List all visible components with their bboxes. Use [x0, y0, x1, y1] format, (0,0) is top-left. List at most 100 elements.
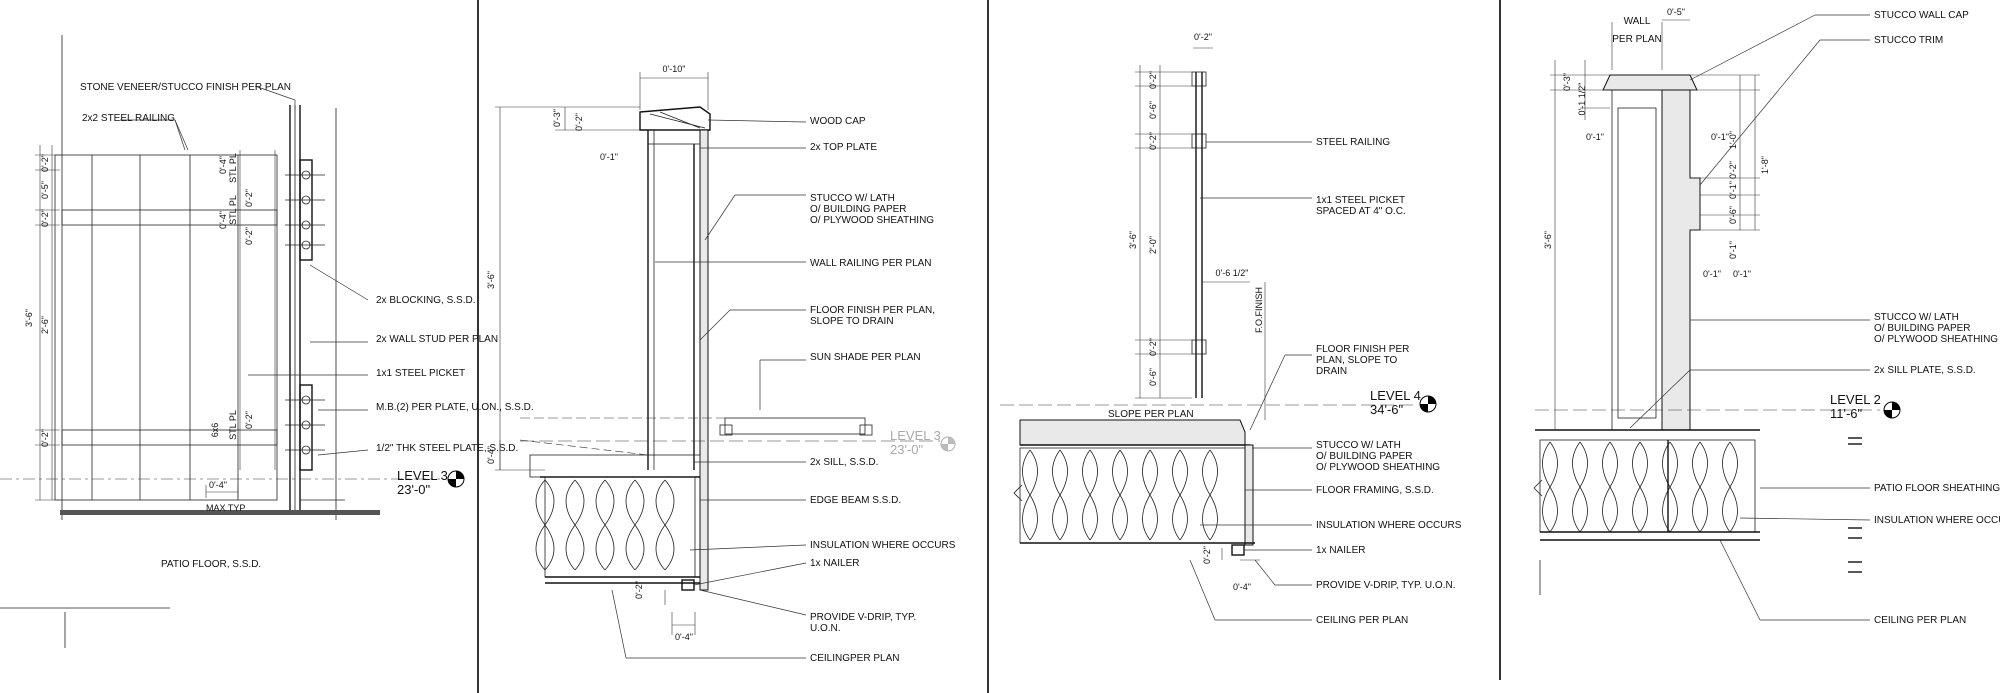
d4-dim-h: 0'-2": [1728, 161, 1738, 179]
d1-note-blocking: 2x BLOCKING, S.S.D.: [376, 295, 475, 306]
d1-note-mb: M.B.(2) PER PLATE, U.ON., S.S.D.: [376, 402, 534, 413]
d2-dim-b: 0'-2": [574, 113, 584, 131]
d3-level-name: LEVEL 4: [1370, 388, 1421, 403]
d3-dim-e: 0'-6 1/2": [1216, 268, 1249, 278]
d4-dim-f: 1'-0": [1728, 131, 1738, 149]
d3-dim-b: 0'-2": [1148, 71, 1158, 89]
d1-max-typ: MAX TYP: [206, 503, 245, 513]
d1-dim-g: 0'-2": [244, 227, 254, 245]
d1-dim-mid: 2'-6": [40, 316, 50, 334]
d3-dim-f: 0'-2": [1148, 338, 1158, 356]
d1-dim-b: 0'-5": [40, 181, 50, 199]
d2-note-vdrip: PROVIDE V-DRIP, TYP.U.O.N.: [810, 612, 916, 634]
d4-note-cap: STUCCO WALL CAP: [1874, 10, 1969, 21]
d4-dim-total: 3'-6": [1543, 231, 1553, 249]
d3-dim-a: 0'-2": [1194, 32, 1212, 42]
d1-stl-pl-2: STL PL: [228, 195, 238, 225]
detail-4: STUCCO WALL CAP STUCCO TRIM STUCCO W/ LA…: [1533, 7, 2000, 626]
d4-dim-m: 0'-1": [1733, 269, 1751, 279]
d2-note-insulation: INSULATION WHERE OCCURS: [810, 540, 956, 551]
d4-dim-c: 0'-1 1/2": [1577, 83, 1587, 116]
d1-note-stud: 2x WALL STUD PER PLAN: [376, 334, 498, 345]
d1-dim-i: 0'-2": [244, 411, 254, 429]
d2-dim-cap: 0'-10": [663, 64, 686, 74]
d2-dim-f: 0'-4": [675, 632, 693, 642]
d2-dim-a: 0'-3": [552, 109, 562, 127]
d1-dim-6x6: 6x6: [210, 423, 220, 438]
d2-note-sill: 2x SILL, S.S.D.: [810, 457, 878, 468]
d1-dim-e: 0'-4": [218, 156, 228, 174]
d4-note-sill: 2x SILL PLATE, S.S.D.: [1874, 365, 1976, 376]
d3-note-nailer: 1x NAILER: [1316, 545, 1365, 556]
d4-dim-a: 0'-5": [1667, 7, 1685, 17]
d1-stl-pl-1: STL PL: [228, 153, 238, 183]
panel-separators: [477, 0, 1501, 693]
d3-note-slope: SLOPE PER PLAN: [1108, 409, 1194, 420]
d3-dim-c: 0'-6": [1148, 101, 1158, 119]
d2-note-top-plate: 2x TOP PLATE: [810, 142, 877, 153]
d2-dim-e: 0'-2": [634, 581, 644, 599]
d3-dim-total: 3'-6": [1128, 231, 1138, 249]
d1-dim-a: 0'-2": [40, 154, 50, 172]
d2-note-nailer: 1x NAILER: [810, 558, 859, 569]
d4-level-elev: 11'-6": [1830, 406, 1863, 421]
d1-note-patio: PATIO FLOOR, S.S.D.: [161, 559, 261, 570]
d4-dim-b: 0'-3": [1562, 73, 1572, 91]
d4-dim-d: 0'-1": [1586, 132, 1604, 142]
d1-dim-maxtyp: 0'-4": [209, 480, 227, 490]
d3-note-vdrip: PROVIDE V-DRIP, TYP. U.O.N.: [1316, 580, 1456, 591]
d3-dim-h: 0'-2": [1202, 546, 1212, 564]
d3-dim-g: 0'-6": [1148, 368, 1158, 386]
d4-dim-j: 0'-6": [1728, 206, 1738, 224]
d2-note-floor: FLOOR FINISH PER PLAN,SLOPE TO DRAIN: [810, 305, 935, 327]
d4-dim-l: 0'-1": [1703, 269, 1721, 279]
d4-dim-k: 0'-1": [1728, 241, 1738, 259]
d4-level-name: LEVEL 2: [1830, 392, 1881, 407]
d1-dim-h: 0'-4": [218, 211, 228, 229]
d1-level-name: LEVEL 3: [397, 468, 448, 483]
d3-note-fo: F.O.FINISH: [1254, 287, 1264, 333]
d3-level-elev: 34'-6": [1370, 402, 1404, 417]
d1-dim-f: 0'-2": [244, 189, 254, 207]
d1-stl-pl-3: STL PL: [228, 410, 238, 440]
d4-note-sheathing: PATIO FLOOR SHEATHING, S.S.D.: [1874, 483, 2000, 494]
d1-level-elev: 23'-0": [397, 482, 431, 497]
d2-note-wall-railing: WALL RAILING PER PLAN: [810, 258, 932, 269]
d2-dim-total: 3'-6": [486, 271, 496, 289]
d2-note-beam: EDGE BEAM S.S.D.: [810, 495, 901, 506]
d2-note-sunshade: SUN SHADE PER PLAN: [810, 352, 921, 363]
d2-dim-c: 0'-1": [600, 152, 618, 162]
d3-note-framing: FLOOR FRAMING, S.S.D.: [1316, 485, 1434, 496]
d1-dim-c: 0'-2": [40, 209, 50, 227]
d2-level-name: LEVEL 3: [890, 428, 941, 443]
d4-dim-e: 0'-1": [1711, 132, 1729, 142]
detail-1: STONE VENEER/STUCCO FINISH PER PLAN 2x2 …: [0, 35, 534, 648]
d1-note-veneer: STONE VENEER/STUCCO FINISH PER PLAN: [80, 82, 291, 93]
d2-note-ceiling: CEILINGPER PLAN: [810, 653, 899, 664]
d2-dim-d: 0'-4": [486, 446, 496, 464]
d1-dim-total: 3'-6": [24, 309, 34, 327]
d4-note-insulation: INSULATION WHERE OCCURS: [1874, 515, 2000, 526]
d2-level-elev: 23'-0": [890, 442, 924, 457]
d3-note-insulation: INSULATION WHERE OCCURS: [1316, 520, 1462, 531]
d1-note-picket: 1x1 STEEL PICKET: [376, 368, 465, 379]
d3-dim-d: 0'-2": [1148, 132, 1158, 150]
d1-dim-d: 0'-2": [40, 429, 50, 447]
d4-dim-g: 1'-8": [1760, 156, 1770, 174]
d4-dim-i: 0'-1": [1728, 181, 1738, 199]
d3-dim-mid: 2'-0": [1148, 236, 1158, 254]
d2-note-cap: WOOD CAP: [810, 116, 866, 127]
d3-dim-i: 0'-4": [1233, 582, 1251, 592]
d1-note-plate: 1/2" THK STEEL PLATE, S.S.D.: [376, 443, 518, 454]
d3-note-ceiling: CEILING PER PLAN: [1316, 615, 1408, 626]
d1-note-railing: 2x2 STEEL RAILING: [82, 113, 175, 124]
